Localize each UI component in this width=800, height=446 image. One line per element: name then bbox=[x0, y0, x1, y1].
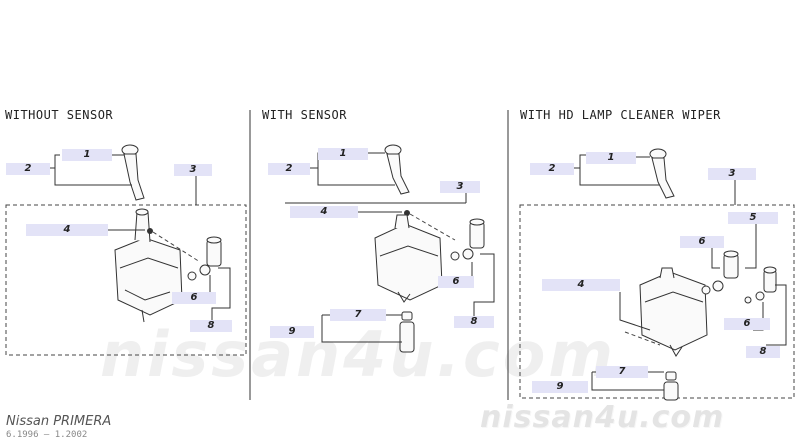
s3-pump-2 bbox=[744, 266, 777, 304]
s3-pump-1 bbox=[701, 250, 739, 295]
s2-level-sensor bbox=[399, 311, 415, 353]
s2-callout-7[interactable]: 7 bbox=[330, 309, 386, 321]
site-watermark: nissan4u.com bbox=[480, 400, 725, 435]
s3-callout-7[interactable]: 7 bbox=[596, 366, 648, 378]
s3-callout-6b[interactable]: 6 bbox=[724, 318, 770, 330]
s1-pump bbox=[187, 236, 222, 281]
s1-callout-8[interactable]: 8 bbox=[190, 320, 232, 332]
section-title-hd-lamp: WITH HD LAMP CLEANER WIPER bbox=[520, 108, 721, 122]
s3-bracket-2b bbox=[579, 168, 660, 186]
model-years: 6.1996 – 1.2002 bbox=[6, 430, 88, 440]
section-title-with-sensor: WITH SENSOR bbox=[262, 108, 347, 122]
s2-callout-4[interactable]: 4 bbox=[290, 206, 358, 218]
s2-callout-6[interactable]: 6 bbox=[438, 276, 474, 288]
s1-leader-8 bbox=[211, 267, 231, 325]
s1-callout-2[interactable]: 2 bbox=[6, 163, 50, 175]
s2-callout-2[interactable]: 2 bbox=[268, 163, 310, 175]
s3-callout-2[interactable]: 2 bbox=[530, 163, 574, 175]
s1-callout-6[interactable]: 6 bbox=[172, 292, 216, 304]
s3-callout-6a[interactable]: 6 bbox=[680, 236, 724, 248]
s1-callout-4[interactable]: 4 bbox=[26, 224, 108, 236]
s2-filler-cap bbox=[384, 144, 410, 195]
s3-filler-cap bbox=[649, 148, 675, 199]
s2-hose-dash bbox=[409, 213, 456, 241]
section-title-without-sensor: WITHOUT SENSOR bbox=[5, 108, 114, 122]
s2-callout-1[interactable]: 1 bbox=[318, 148, 368, 160]
s1-bracket-2a bbox=[50, 154, 60, 169]
s3-washer-tank bbox=[639, 267, 708, 357]
s3-callout-9[interactable]: 9 bbox=[532, 381, 588, 393]
s1-tank-frame bbox=[5, 204, 247, 356]
s1-filler-cap bbox=[121, 144, 145, 201]
s2-leader-8 bbox=[473, 253, 495, 320]
s3-bracket-9 bbox=[591, 372, 664, 391]
s1-callout-1[interactable]: 1 bbox=[62, 149, 112, 161]
s3-hose-dash bbox=[624, 331, 661, 346]
s3-callout-5[interactable]: 5 bbox=[728, 212, 778, 224]
s2-callout-9[interactable]: 9 bbox=[270, 326, 314, 338]
s3-level-sensor bbox=[663, 371, 679, 401]
s3-callout-3[interactable]: 3 bbox=[708, 168, 756, 180]
s2-washer-tank bbox=[374, 214, 443, 303]
s2-callout-3[interactable]: 3 bbox=[440, 181, 480, 193]
s1-hose-dash bbox=[152, 231, 201, 263]
s1-bracket-2b bbox=[54, 168, 132, 186]
s1-callout-3[interactable]: 3 bbox=[174, 164, 212, 176]
s3-leader-6a bbox=[711, 242, 720, 269]
model-label: Nissan PRIMERA bbox=[6, 414, 112, 429]
s3-callout-4[interactable]: 4 bbox=[542, 279, 620, 291]
s2-bracket-2b bbox=[317, 168, 395, 186]
s1-washer-tank bbox=[114, 208, 183, 323]
s2-bracket-9 bbox=[321, 315, 402, 343]
s3-callout-8[interactable]: 8 bbox=[746, 346, 780, 358]
s3-leader-6b bbox=[753, 302, 764, 331]
s2-pump bbox=[450, 218, 485, 261]
s3-leader-5 bbox=[740, 219, 757, 269]
s3-bracket-2a bbox=[574, 154, 586, 169]
s3-leader-4 bbox=[619, 292, 651, 331]
s2-callout-8[interactable]: 8 bbox=[454, 316, 494, 328]
s3-callout-1[interactable]: 1 bbox=[586, 152, 636, 164]
s3-tank-frame bbox=[519, 204, 795, 399]
s3-leader-8 bbox=[766, 284, 787, 346]
